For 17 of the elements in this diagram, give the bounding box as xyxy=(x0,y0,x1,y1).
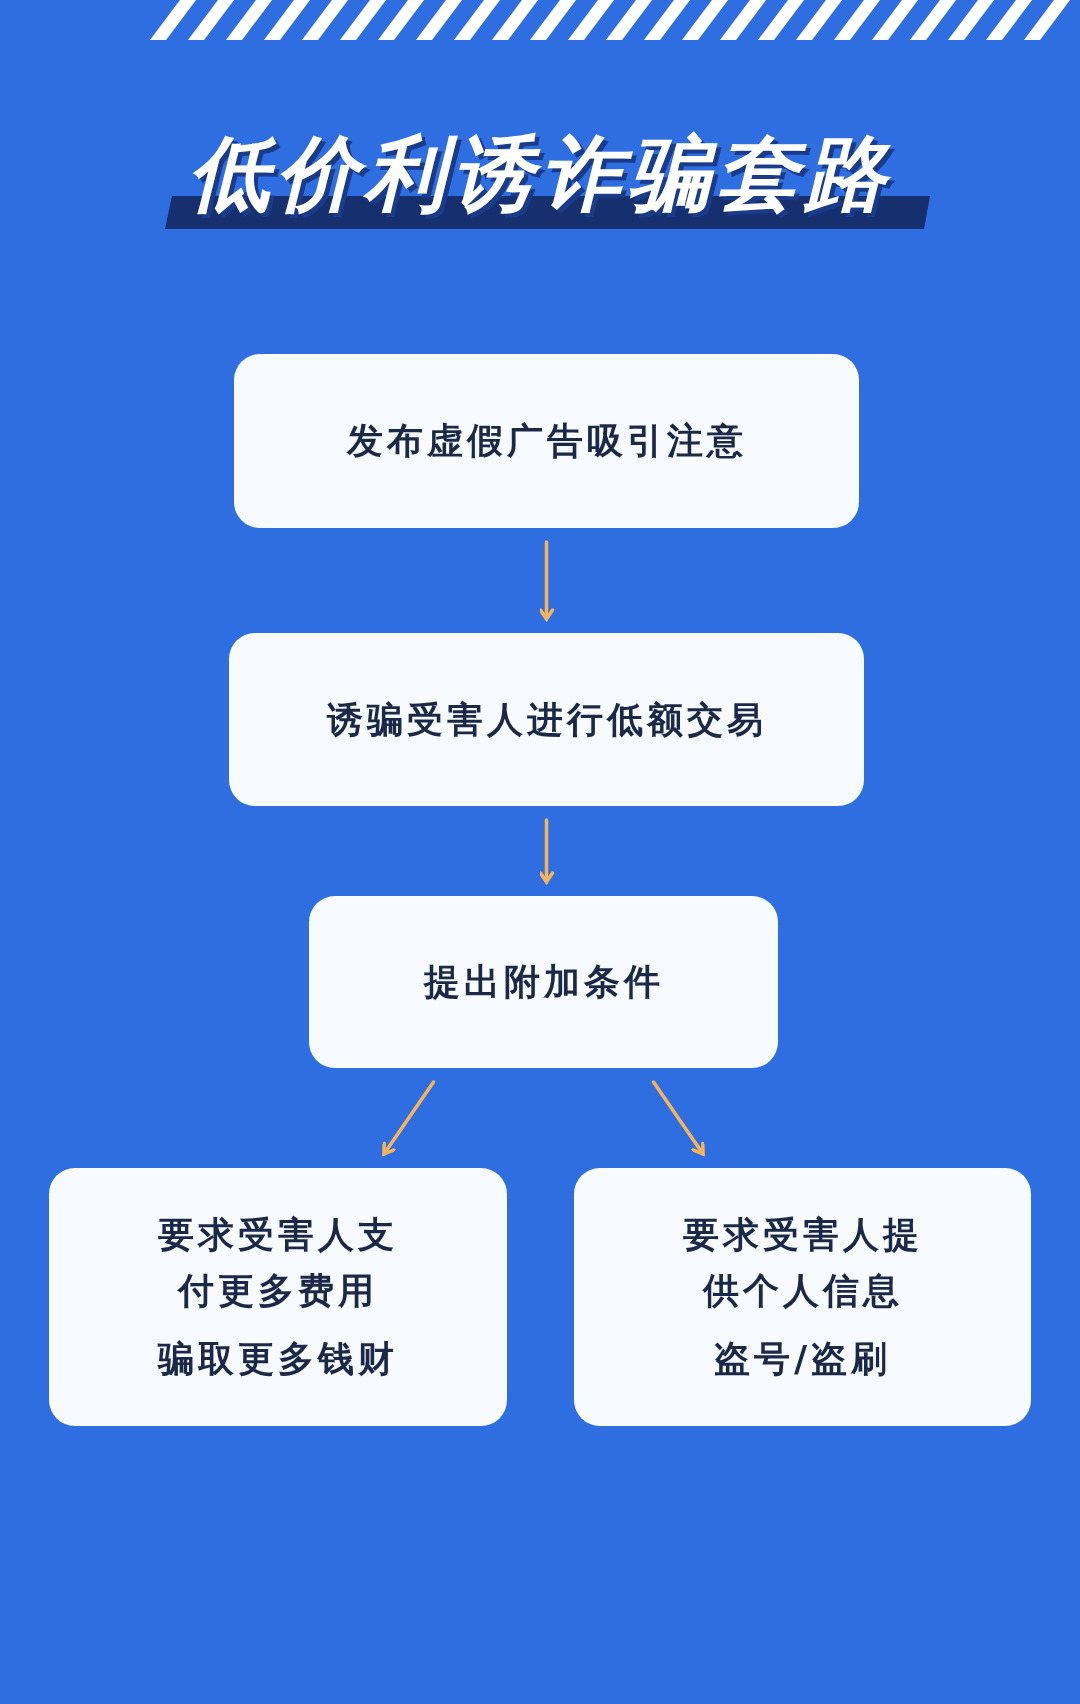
step-text: 诱骗受害人进行低额交易 xyxy=(326,697,767,742)
arrow xyxy=(382,1080,436,1156)
step-text: 要求受害人支付更多费用 xyxy=(157,1213,399,1314)
arrow xyxy=(651,1080,705,1156)
step-text: 发布虚假广告吸引注意 xyxy=(346,419,747,464)
step-text: 提出附加条件 xyxy=(423,960,664,1005)
step-text: 要求受害人提供个人信息 xyxy=(681,1213,924,1314)
process-box xyxy=(49,1168,507,1426)
arrow xyxy=(538,818,555,884)
result-text: 盗号/盗刷 xyxy=(713,1336,892,1381)
process-box xyxy=(309,896,778,1068)
process-box xyxy=(229,633,864,806)
process-box xyxy=(574,1168,1031,1426)
arrow xyxy=(538,540,555,621)
title-text: 低价利诱诈骗套路 xyxy=(187,125,893,223)
process-box xyxy=(234,354,859,528)
result-text: 骗取更多钱财 xyxy=(158,1336,398,1381)
